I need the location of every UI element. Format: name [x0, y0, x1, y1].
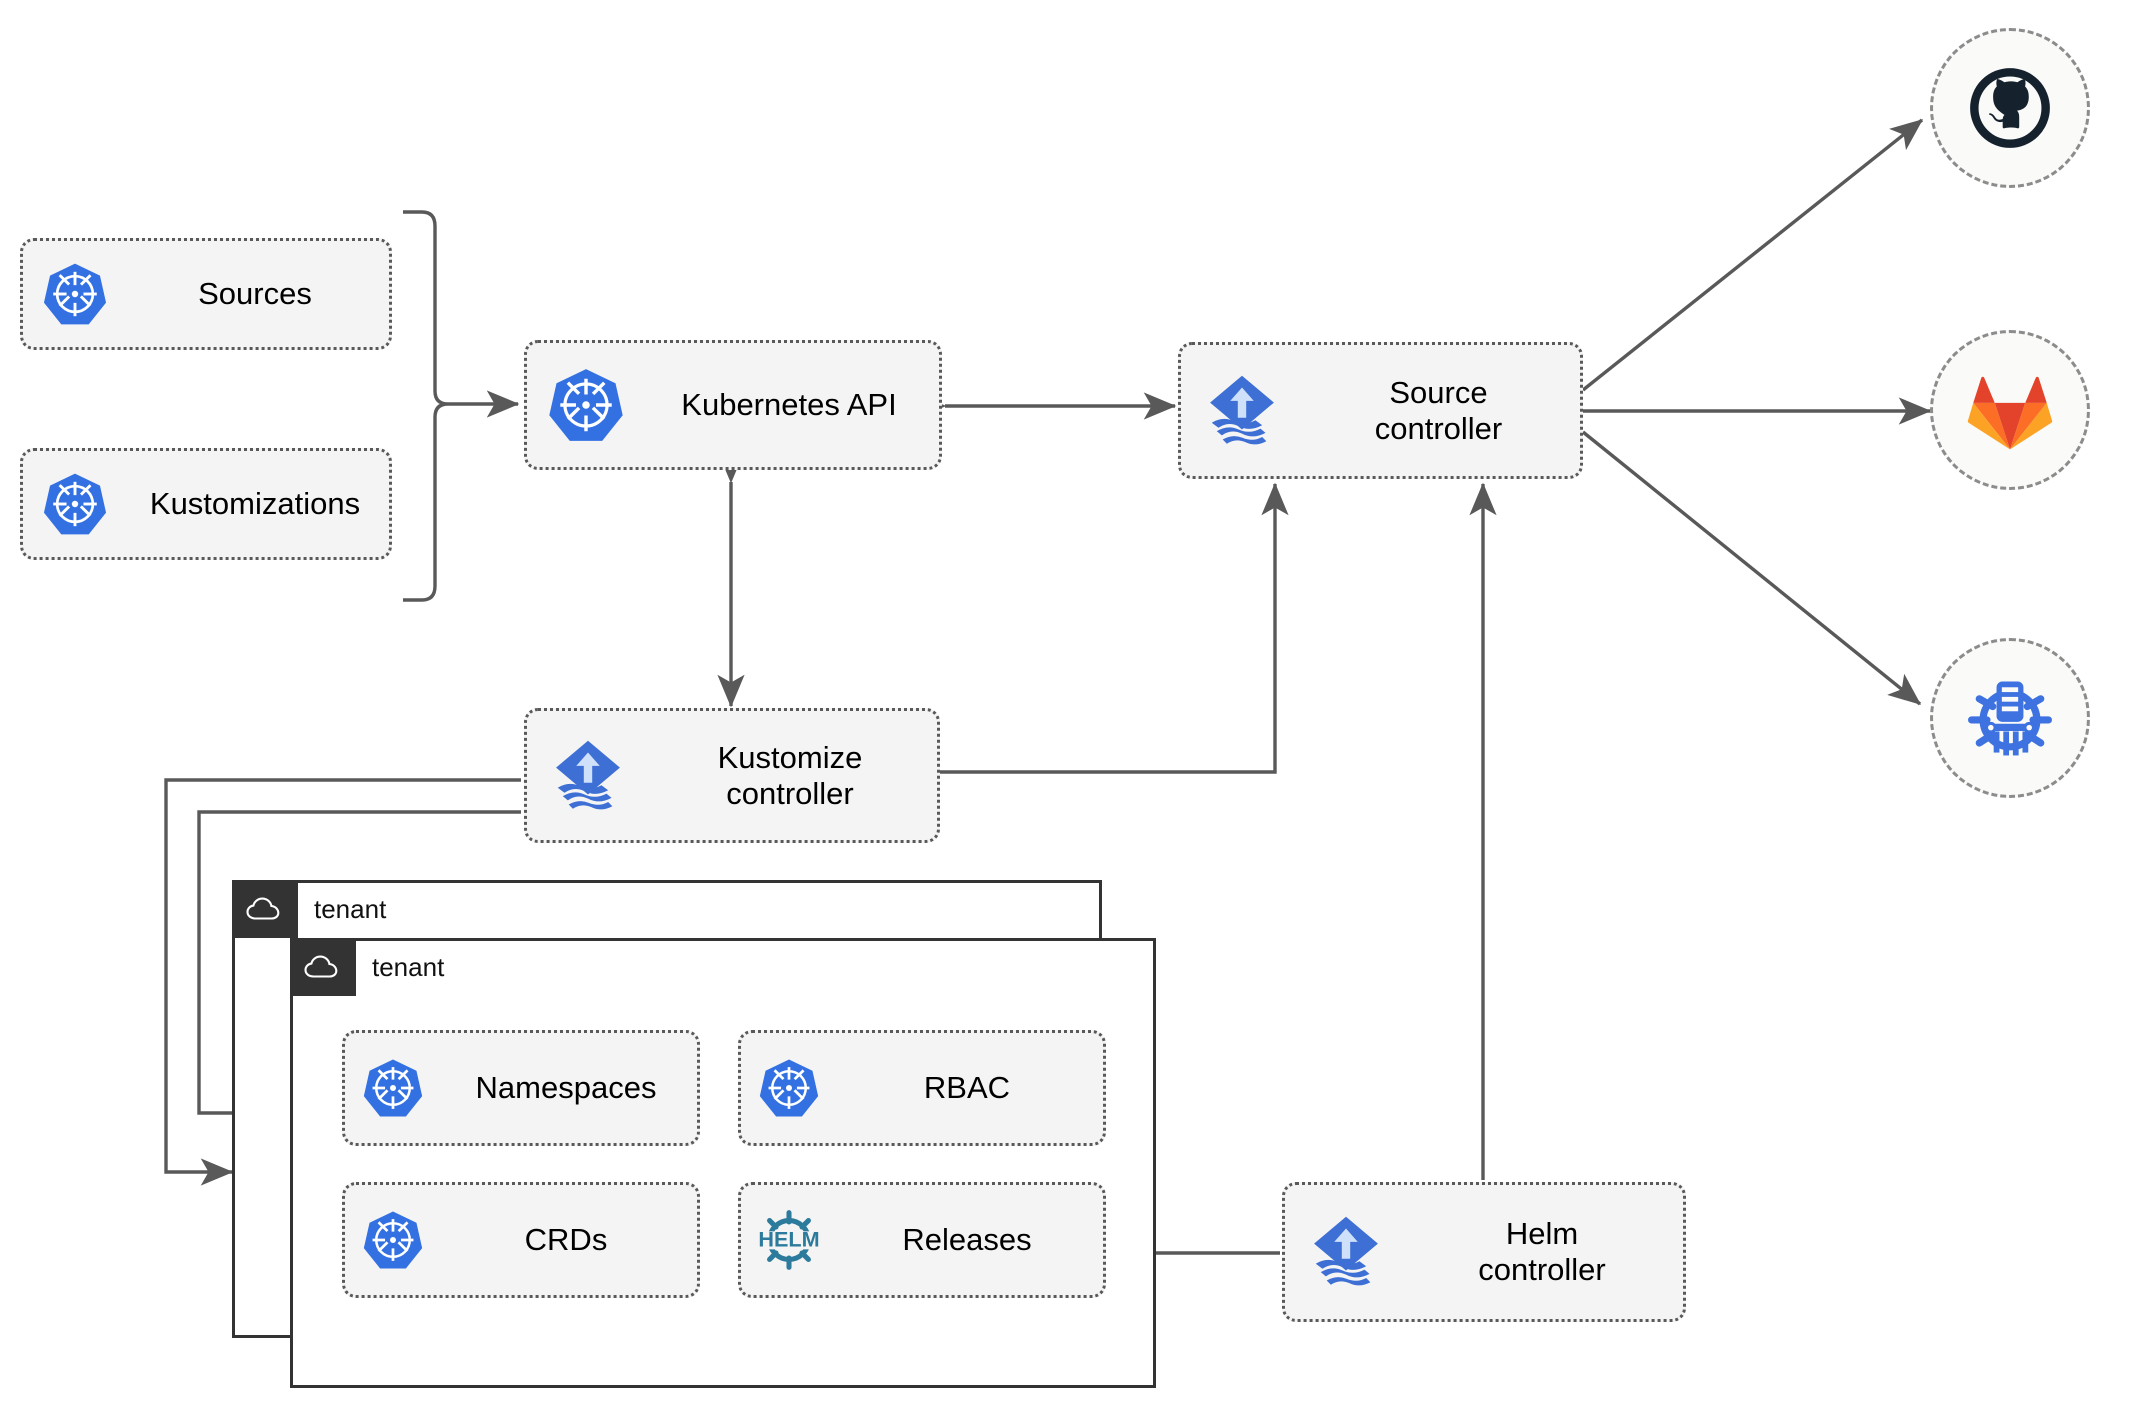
- node-label: Source controller: [1374, 374, 1503, 446]
- provider-oci-registry[interactable]: [1930, 638, 2090, 798]
- node-kubernetes-api[interactable]: Kubernetes API: [524, 340, 942, 470]
- kubernetes-icon: [345, 1057, 441, 1119]
- card-label: Kustomizations: [149, 486, 361, 522]
- card-label: Namespaces: [475, 1070, 657, 1106]
- card-sources[interactable]: Sources: [20, 238, 392, 350]
- tenant-name: tenant: [372, 951, 445, 982]
- cloud-icon: [232, 880, 298, 938]
- group-bracket: [403, 210, 449, 602]
- card-crds[interactable]: CRDs: [342, 1182, 700, 1298]
- card-label: CRDs: [524, 1222, 608, 1258]
- card-rbac[interactable]: RBAC: [738, 1030, 1106, 1146]
- provider-gitlab[interactable]: [1930, 330, 2090, 490]
- svg-text:HELM: HELM: [758, 1226, 819, 1251]
- card-releases[interactable]: HELM Releases: [738, 1182, 1106, 1298]
- node-label: Helm controller: [1478, 1216, 1606, 1287]
- tenant-container-2[interactable]: tenant: [290, 938, 1156, 1388]
- oci-registry-icon: [1968, 681, 2052, 756]
- card-label: Releases: [902, 1222, 1032, 1258]
- edge-kustomize-to-source: [940, 482, 1289, 774]
- kubernetes-icon: [23, 471, 127, 537]
- flux-icon: [527, 734, 649, 818]
- github-icon: [1970, 68, 2050, 148]
- kubernetes-icon: [741, 1057, 837, 1119]
- edge-source-to-github: [1581, 118, 1924, 392]
- kubernetes-icon: [23, 261, 127, 327]
- card-namespaces[interactable]: Namespaces: [342, 1030, 700, 1146]
- card-label: RBAC: [923, 1070, 1011, 1106]
- edge-source-to-oci: [1581, 430, 1922, 706]
- helm-icon: HELM: [741, 1204, 837, 1276]
- node-kustomize-controller[interactable]: Kustomize controller: [524, 708, 940, 843]
- kubernetes-icon: [527, 366, 645, 444]
- node-label: Kustomize controller: [717, 739, 863, 811]
- gitlab-icon: [1967, 376, 2053, 450]
- node-label: Kubernetes API: [681, 387, 897, 423]
- provider-github[interactable]: [1930, 28, 2090, 188]
- tenant-header: tenant: [232, 880, 402, 938]
- kubernetes-icon: [345, 1209, 441, 1271]
- card-kustomizations[interactable]: Kustomizations: [20, 448, 392, 560]
- tenant-header: tenant: [290, 938, 460, 996]
- tenant-name: tenant: [314, 893, 387, 924]
- flux-icon: [1285, 1210, 1407, 1294]
- cloud-icon: [290, 938, 356, 996]
- node-helm-controller[interactable]: Helm controller: [1282, 1182, 1686, 1322]
- card-label: Sources: [198, 276, 312, 312]
- flux-icon: [1181, 369, 1303, 453]
- node-source-controller[interactable]: Source controller: [1178, 342, 1583, 479]
